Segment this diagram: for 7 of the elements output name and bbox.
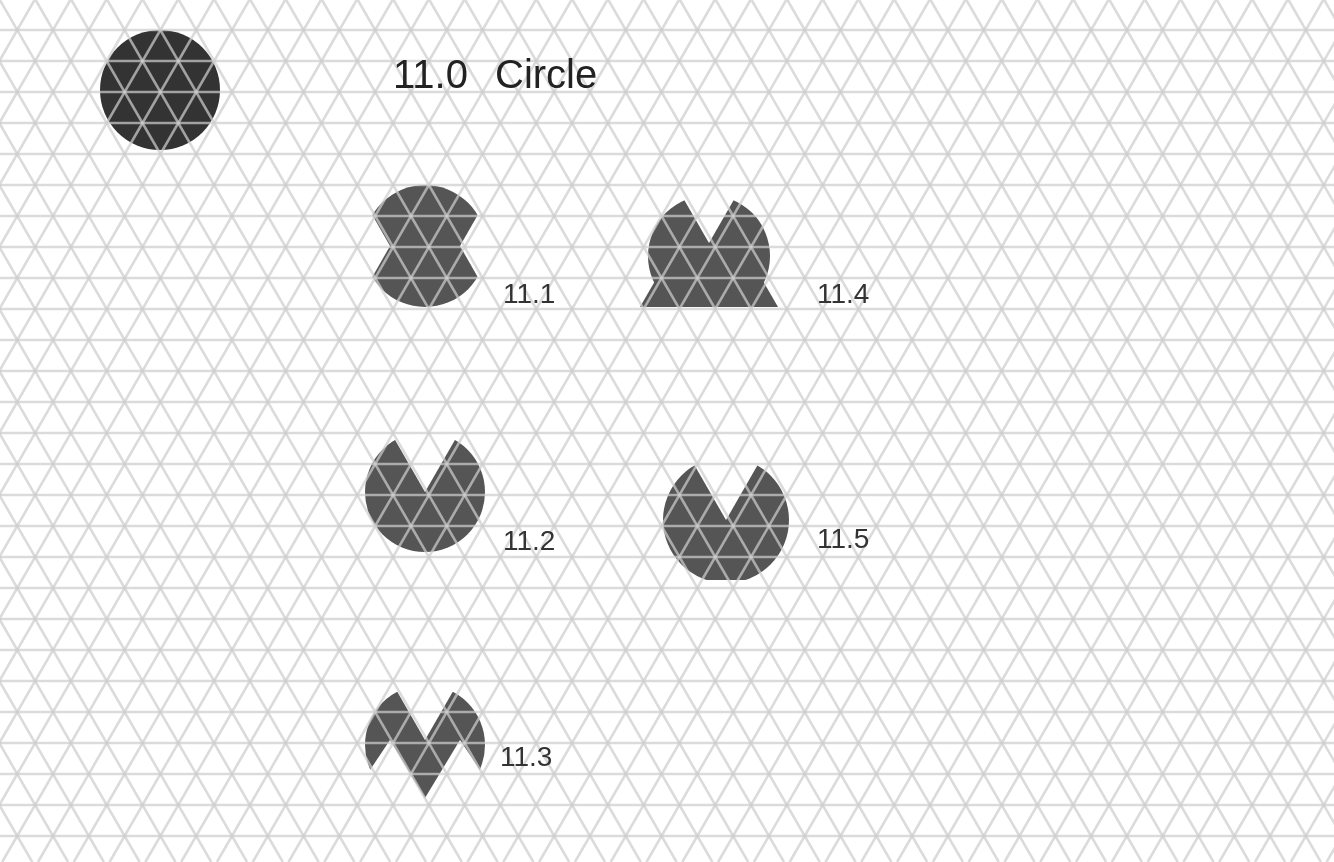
figure-number: 11.2 [503,525,556,557]
circle [100,30,220,150]
figure-number: 11.5 [817,523,870,555]
figure-number: 11.4 [817,278,870,310]
title: 11.0 Circle [393,52,598,97]
figure-number: 11.1 [503,278,556,310]
figure-number: 11.3 [500,741,553,773]
